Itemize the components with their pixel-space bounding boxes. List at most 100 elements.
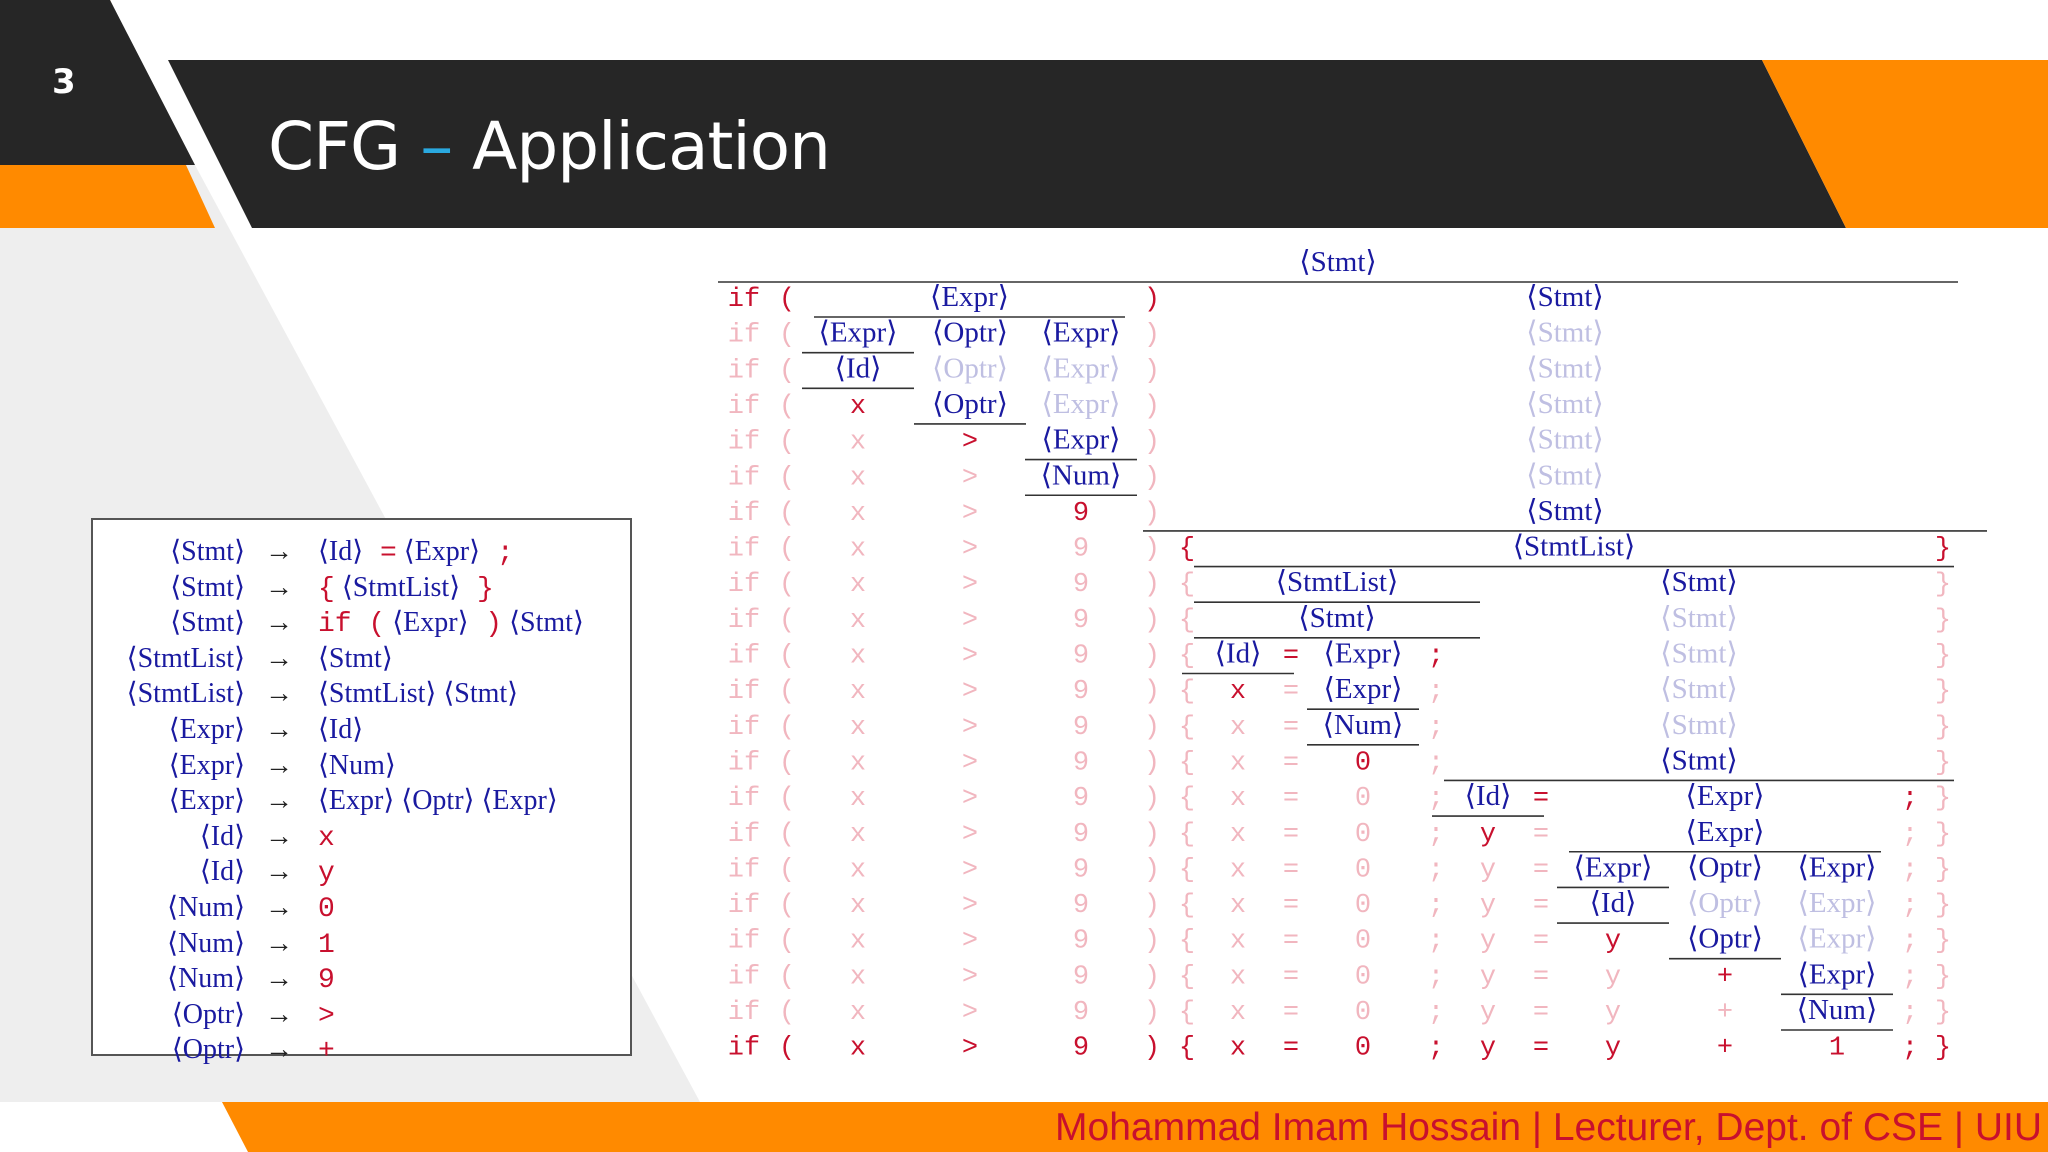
- derivation-terminal: >: [962, 642, 978, 672]
- rule-terminal: 9: [318, 965, 335, 997]
- derivation-nonterminal: ⟨Stmt⟩: [1526, 424, 1603, 456]
- derivation-terminal: }: [1935, 998, 1951, 1028]
- derivation-terminal: 1: [1829, 1034, 1845, 1064]
- derivation-terminal: >: [962, 784, 978, 814]
- derivation-terminal: =: [1533, 820, 1549, 850]
- derivation-terminal: y: [1480, 998, 1496, 1028]
- rule-rhs: 0: [318, 894, 335, 924]
- rule-terminal: ;: [480, 538, 514, 569]
- derivation-terminal: ;: [1428, 820, 1444, 850]
- derivation-terminal: 9: [1073, 855, 1089, 885]
- derivation-nonterminal: ⟨Stmt⟩: [1660, 566, 1737, 598]
- derivation-terminal: x: [1230, 713, 1246, 743]
- rule-rhs: ⟨Expr⟩ ⟨Optr⟩ ⟨Expr⟩: [318, 787, 558, 815]
- derivation-terminal: if: [728, 392, 760, 422]
- derivation-terminal: (: [779, 998, 795, 1028]
- derivation-terminal: (: [779, 392, 795, 422]
- derivation-terminal: {: [1179, 962, 1195, 992]
- derivation-terminal: if: [728, 642, 760, 672]
- derivation-terminal: (: [779, 927, 795, 957]
- footer-credit: Mohammad Imam Hossain | Lecturer, Dept. …: [1055, 1106, 2042, 1149]
- rule-nonterminal: ⟨Stmt⟩: [436, 678, 519, 710]
- derivation-nonterminal: ⟨Id⟩: [1215, 638, 1262, 670]
- derivation-terminal: if: [728, 606, 760, 636]
- derivation-terminal: (: [779, 784, 795, 814]
- derivation-terminal: 9: [1073, 927, 1089, 957]
- derivation-terminal: if: [728, 927, 760, 957]
- rule-rhs: ⟨Id⟩ = ⟨Expr⟩ ;: [318, 538, 514, 568]
- root-nonterminal: ⟨Stmt⟩: [1299, 246, 1376, 278]
- derivation-terminal: x: [1230, 784, 1246, 814]
- derivation-terminal: >: [962, 463, 978, 493]
- derivation-nonterminal: ⟨Stmt⟩: [1660, 638, 1737, 670]
- derivation-terminal: x: [1230, 1034, 1246, 1064]
- derivation-terminal: =: [1283, 855, 1299, 885]
- derivation-terminal: if: [728, 748, 760, 778]
- derivation-terminal: y: [1480, 1034, 1496, 1064]
- derivation-nonterminal: ⟨Id⟩: [1590, 887, 1637, 919]
- derivation-terminal: {: [1179, 606, 1195, 636]
- derivation-nonterminal: ⟨Expr⟩: [1042, 424, 1121, 456]
- derivation-terminal: ): [1144, 962, 1160, 992]
- derivation-terminal: ): [1144, 428, 1160, 458]
- rule-lhs: ⟨Id⟩: [199, 820, 245, 852]
- rule-lhs: ⟨Optr⟩: [171, 998, 245, 1030]
- rule-rhs: +: [318, 1036, 335, 1066]
- derivation-terminal: 9: [1073, 998, 1089, 1028]
- derivation-terminal: {: [1179, 677, 1195, 707]
- derivation-nonterminal: ⟨Stmt⟩: [1660, 744, 1737, 776]
- rule-rhs: 1: [318, 930, 335, 960]
- derivation-terminal: 9: [1073, 570, 1089, 600]
- derivation-terminal: x: [850, 677, 866, 707]
- derivation-terminal: if: [728, 285, 760, 315]
- derivation-nonterminal: ⟨Num⟩: [1797, 994, 1878, 1026]
- derivation-terminal: =: [1533, 1034, 1549, 1064]
- derivation-terminal: y: [1605, 998, 1621, 1028]
- derivation-terminal: if: [728, 855, 760, 885]
- derivation-terminal: >: [962, 820, 978, 850]
- derivation-terminal: x: [850, 891, 866, 921]
- derivation-terminal: ;: [1902, 1034, 1918, 1064]
- derivation-terminal: +: [1717, 962, 1733, 992]
- rule-nonterminal: ⟨StmtList⟩: [334, 571, 461, 603]
- derivation-terminal: ): [1144, 642, 1160, 672]
- derivation-terminal: ;: [1902, 891, 1918, 921]
- derivation-terminal: }: [1935, 891, 1951, 921]
- derivation-terminal: {: [1179, 820, 1195, 850]
- derivation-terminal: >: [962, 606, 978, 636]
- derivation-nonterminal: ⟨Stmt⟩: [1660, 602, 1737, 634]
- title-bar: [168, 60, 1846, 228]
- derivation-terminal: 0: [1355, 855, 1371, 885]
- grammar-rules-box: ⟨Stmt⟩→⟨Id⟩ = ⟨Expr⟩ ;⟨Stmt⟩→{ ⟨StmtList…: [91, 518, 632, 1066]
- derivation-nonterminal: ⟨Stmt⟩: [1526, 281, 1603, 313]
- derivation-nonterminal: ⟨Stmt⟩: [1526, 495, 1603, 527]
- derivation-terminal: if: [728, 321, 760, 351]
- derivation-nonterminal: ⟨Optr⟩: [932, 352, 1008, 384]
- derivation-terminal: >: [962, 927, 978, 957]
- derivation-terminal: x: [850, 642, 866, 672]
- rule-rhs: ⟨Stmt⟩: [318, 642, 393, 674]
- derivation-terminal: =: [1283, 748, 1299, 778]
- derivation-terminal: ;: [1428, 713, 1444, 743]
- derivation-terminal: x: [850, 463, 866, 493]
- arrow-icon: →: [265, 927, 293, 959]
- derivation-terminal: ): [1144, 463, 1160, 493]
- derivation-terminal: ;: [1428, 784, 1444, 814]
- derivation-terminal: ): [1144, 891, 1160, 921]
- derivation-terminal: if: [728, 570, 760, 600]
- derivation-terminal: ): [1144, 927, 1160, 957]
- derivation-terminal: 9: [1073, 677, 1089, 707]
- rule-nonterminal: ⟨Stmt⟩: [318, 642, 393, 674]
- derivation-terminal: 0: [1355, 962, 1371, 992]
- derivation-terminal: if: [728, 428, 760, 458]
- derivation-nonterminal: ⟨Num⟩: [1323, 709, 1404, 741]
- derivation-nonterminal: ⟨Expr⟩: [1798, 887, 1877, 919]
- derivation-terminal: ): [1144, 606, 1160, 636]
- rule-lhs: ⟨Stmt⟩: [170, 536, 245, 567]
- derivation-terminal: }: [1935, 570, 1951, 600]
- derivation-nonterminal: ⟨StmtList⟩: [1276, 566, 1399, 598]
- derivation-terminal: =: [1533, 962, 1549, 992]
- derivation-terminal: (: [779, 677, 795, 707]
- derivation-terminal: (: [779, 285, 795, 315]
- derivation-terminal: (: [779, 713, 795, 743]
